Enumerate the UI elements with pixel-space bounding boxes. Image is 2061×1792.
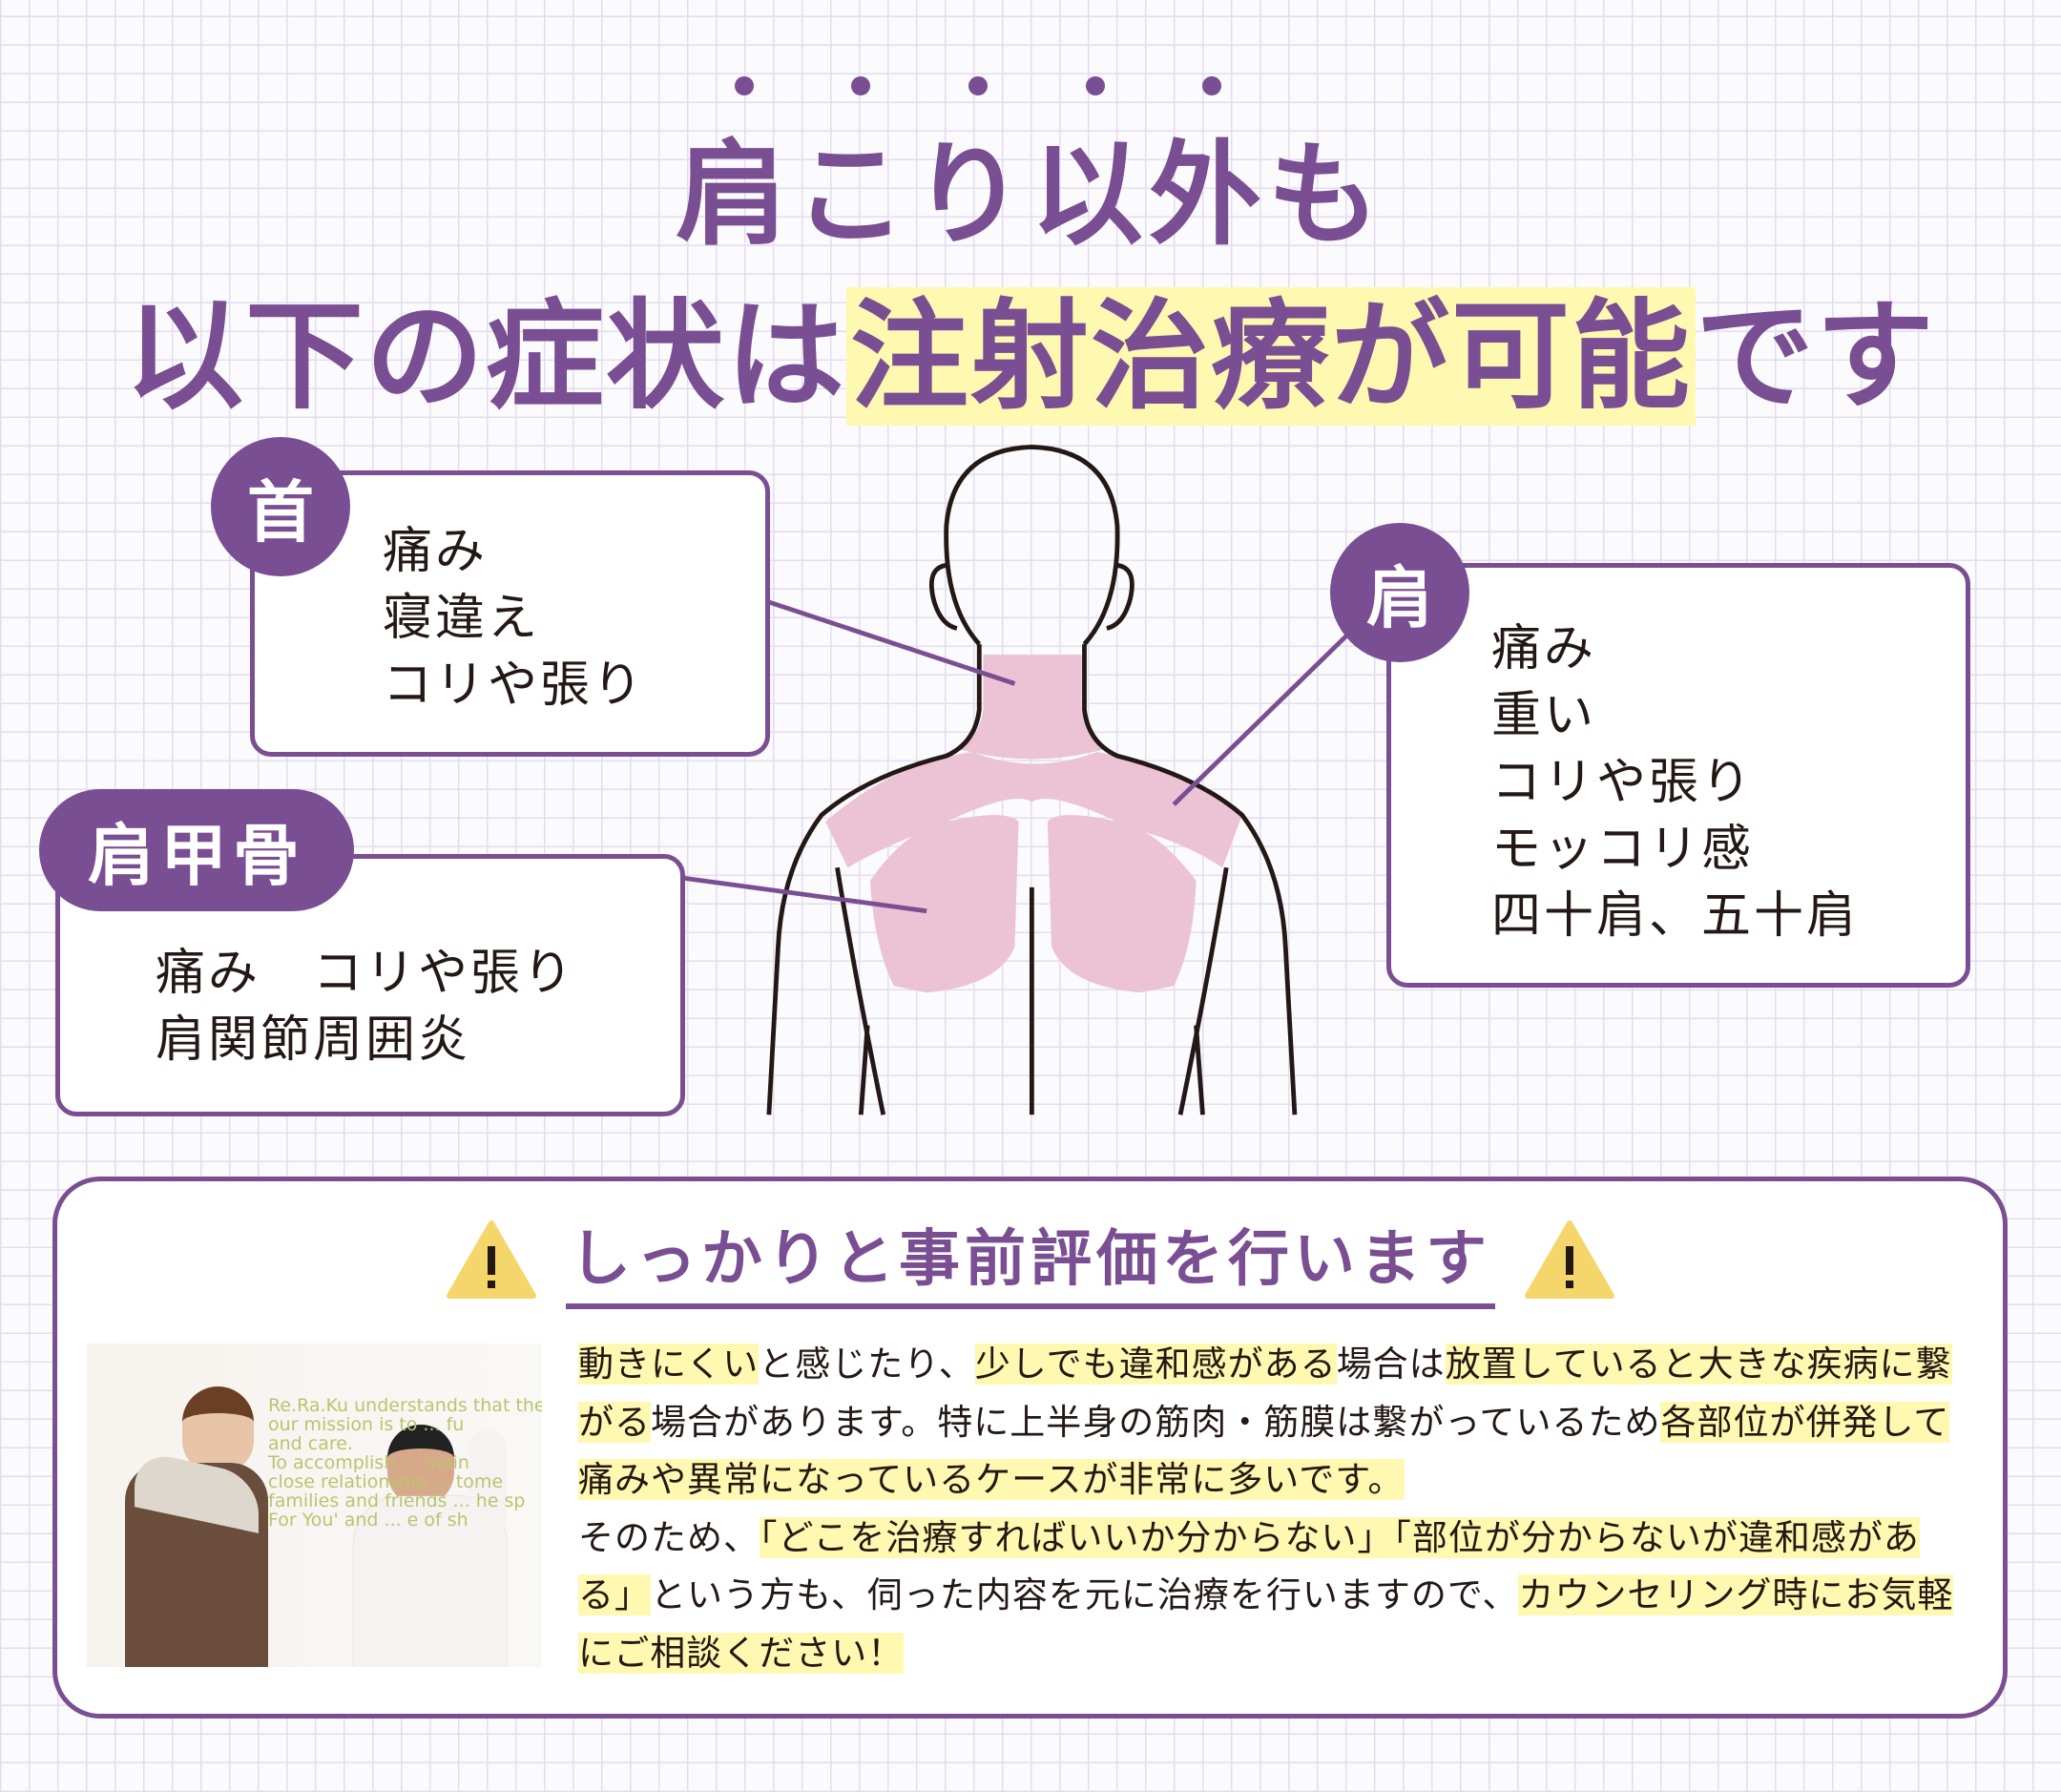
emphasis-dots: [735, 76, 1231, 95]
title-highlight: 注射治療が可能: [845, 287, 1696, 426]
shoulder-symptom: 痛み: [1491, 620, 1597, 677]
wall-text-line: close relationship ... tome: [268, 1471, 504, 1492]
shoulder-symptom-box: 痛み 重い コリや張り モッコリ感 四十肩、五十肩: [1386, 563, 1970, 988]
neck-symptom: 痛み: [383, 523, 489, 580]
wall-text: Re.Ra.Ku understands that the impo our m…: [268, 1396, 542, 1530]
assessment-heading: しっかりと事前評価を行います: [566, 1210, 1495, 1309]
scapula-symptom: 痛み コリや張り: [156, 945, 576, 1002]
pain-areas: [825, 655, 1242, 993]
warning-icon: [446, 1219, 537, 1300]
shoulder-symptom: 四十肩、五十肩: [1491, 887, 1860, 945]
assessment-body-text: 動きにくいと感じたり、少しでも違和感がある場合は放置していると大きな疾病に繋がる…: [578, 1336, 1962, 1682]
back-body-illustration: [683, 445, 1349, 1115]
neck-symptom: 寝違え: [383, 590, 541, 647]
body-text-segment: 場合があります。特に上半身の筋肉・筋膜は繋がっているため: [651, 1401, 1661, 1443]
body-text-segment: そのため、: [578, 1516, 760, 1558]
wall-text-line: and care.: [268, 1433, 353, 1454]
title-post: です: [1696, 287, 1937, 426]
assessment-heading-row: しっかりと事前評価を行います: [0, 1210, 2061, 1309]
wall-text-line: Re.Ra.Ku understands that the impo: [268, 1395, 542, 1416]
wall-text-line: To accomplish ... main: [268, 1452, 469, 1473]
title-line-1: 肩こり以外も: [675, 128, 1385, 260]
shoulder-symptom: モッコリ感: [1491, 821, 1755, 878]
warning-icon: [1524, 1219, 1615, 1300]
wall-text-line: For You' and ... e of sh: [268, 1510, 468, 1531]
title-pre: 以下の症状は: [124, 287, 846, 426]
shoulder-symptom: 重い: [1491, 687, 1597, 744]
body-text-segment: 場合は: [1336, 1344, 1446, 1385]
scapula-label: 肩甲骨: [39, 789, 354, 911]
body-text-segment: という方も、伺った内容を元に治療を行いますので、: [651, 1574, 1519, 1615]
highlighted-text: 「どこを治療すればいいか分からない」: [760, 1516, 1394, 1558]
body-text-segment: と感じたり、: [759, 1344, 975, 1385]
pointer-lines: [683, 599, 1349, 914]
wall-text-line: families and friends ... he sp: [268, 1490, 526, 1511]
title-line-2: 以下の症状は注射治療が可能です: [0, 260, 2061, 431]
shoulder-symptom: コリや張り: [1491, 754, 1755, 811]
scapula-symptom: 肩関節周囲炎: [156, 1011, 471, 1069]
highlighted-text: 少しでも違和感がある: [974, 1344, 1337, 1385]
shoulder-label: 肩: [1330, 523, 1469, 662]
neck-symptom: コリや張り: [383, 656, 646, 714]
highlighted-text: 動きにくい: [578, 1344, 760, 1385]
body-outline: [766, 445, 1298, 1115]
counseling-photo: Re.Ra.Ku understands that the impo our m…: [87, 1344, 542, 1667]
neck-label: 首: [211, 437, 350, 576]
wall-text-line: our mission is to ... fu: [268, 1414, 465, 1435]
